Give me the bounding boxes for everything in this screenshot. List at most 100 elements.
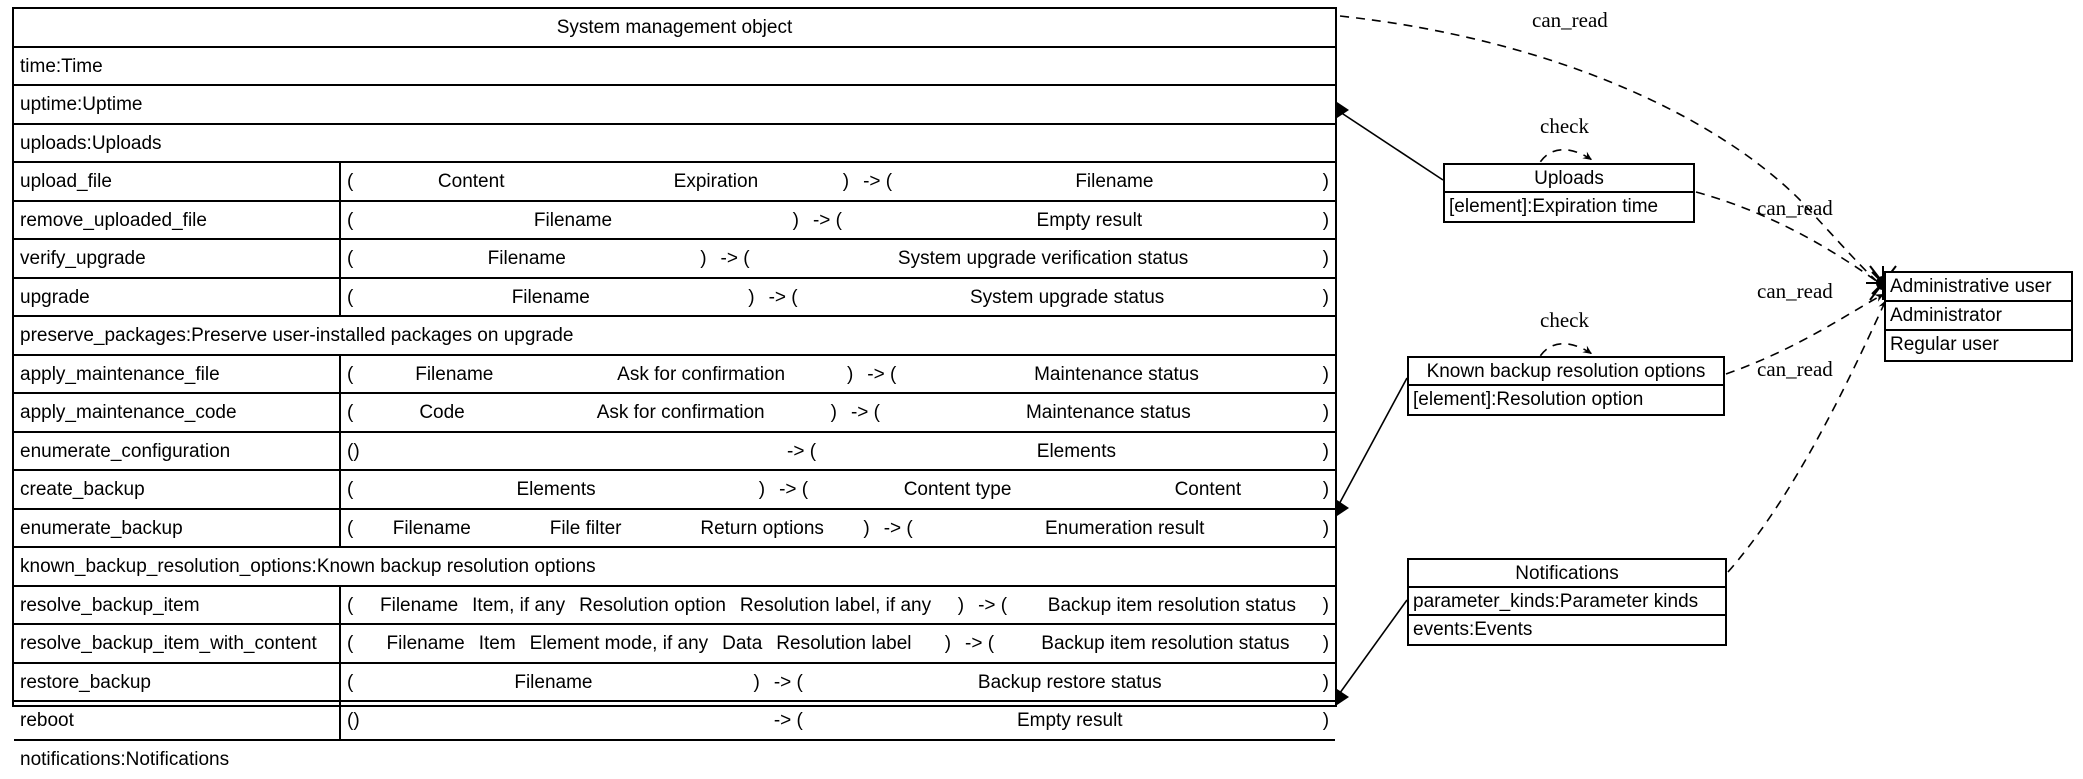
return-close-paren: ): [1323, 664, 1329, 701]
operation-signature: ()-> (Elements): [341, 433, 1335, 470]
parameter-list: Filename: [353, 279, 748, 316]
operation-name: reboot: [14, 702, 341, 739]
class-administrative-user: Administrative user Administrator Regula…: [1884, 271, 2073, 362]
return-arrow: -> (: [837, 394, 894, 431]
operation-name: create_backup: [14, 471, 341, 508]
return-value: Empty result: [1037, 202, 1143, 239]
operation-row: enumerate_configuration()-> (Elements): [14, 433, 1335, 472]
kbro-element: [element]:Resolution option: [1409, 386, 1723, 414]
operation-row: remove_uploaded_file(Filename)-> (Empty …: [14, 202, 1335, 241]
return-value: System upgrade status: [970, 279, 1164, 316]
edge-label-can-read-uploads: can_read: [1757, 196, 1833, 221]
operation-name: resolve_backup_item_with_content: [14, 625, 341, 662]
return-list: Backup restore status: [817, 664, 1323, 701]
parameter: Resolution label, if any: [740, 587, 931, 624]
operation-name: enumerate_configuration: [14, 433, 341, 470]
parameter: Filename: [488, 240, 566, 277]
return-value: Maintenance status: [1026, 394, 1191, 431]
operation-row: resolve_backup_item_with_content(Filenam…: [14, 625, 1335, 664]
return-arrow: -> (: [707, 240, 764, 277]
return-list: Elements: [830, 433, 1323, 470]
parameter: File filter: [550, 510, 622, 547]
return-list: Empty result: [856, 202, 1323, 239]
parameter: Resolution label: [776, 625, 911, 662]
admin-title: Administrative user: [1886, 273, 2071, 302]
edge-notifications: [1337, 600, 1407, 697]
attribute-row: notifications:Notifications: [14, 741, 1335, 779]
return-arrow: -> (: [760, 664, 817, 701]
empty-parens: (): [347, 702, 360, 739]
edge-label-can-read-kbro: can_read: [1757, 279, 1833, 304]
attribute-uptime: uptime:Uptime: [14, 86, 1335, 125]
return-value: Empty result: [1017, 702, 1123, 739]
parameter: Ask for confirmation: [617, 356, 785, 393]
kbro-title: Known backup resolution options: [1409, 358, 1723, 386]
return-value: Filename: [1075, 163, 1153, 200]
operation-signature: (Filename)-> (Backup restore status): [341, 664, 1335, 701]
return-value: System upgrade verification status: [898, 240, 1188, 277]
notifications-title: Notifications: [1409, 560, 1725, 588]
return-value: Content type: [904, 471, 1012, 508]
return-close-paren: ): [1323, 394, 1329, 431]
parameter: Content: [438, 163, 505, 200]
operation-signature: (Filename)-> (Empty result): [341, 202, 1335, 239]
return-value: Content: [1175, 471, 1242, 508]
operation-name: apply_maintenance_file: [14, 356, 341, 393]
return-arrow: -> (: [853, 356, 910, 393]
parameter-list: Elements: [353, 471, 758, 508]
parameter-list: Filename: [353, 664, 753, 701]
empty-parens: (): [347, 433, 360, 470]
operation-name: resolve_backup_item: [14, 587, 341, 624]
return-list: Maintenance status: [910, 356, 1322, 393]
return-list: Backup item resolution status: [1008, 625, 1323, 662]
parameter: Filename: [380, 587, 458, 624]
return-value: Backup item resolution status: [1048, 587, 1296, 624]
return-list: System upgrade status: [812, 279, 1323, 316]
class-notifications: Notifications parameter_kinds:Parameter …: [1407, 558, 1727, 646]
class-uploads: Uploads [element]:Expiration time: [1443, 163, 1695, 223]
edge-label-check-uploads: check: [1540, 114, 1589, 139]
return-close-paren: ): [1323, 163, 1329, 200]
parameter: Filename: [512, 279, 590, 316]
return-close-paren: ): [1323, 471, 1329, 508]
parameter: Code: [419, 394, 464, 431]
operation-signature: ()-> (Empty result): [341, 702, 1335, 739]
return-value: Maintenance status: [1034, 356, 1199, 393]
parameter: Item: [479, 625, 516, 662]
return-arrow: -> (: [849, 163, 906, 200]
edge-known-backup: [1337, 378, 1407, 508]
operation-name: remove_uploaded_file: [14, 202, 341, 239]
edge-can-read-notif: [1728, 300, 1886, 572]
operation-name: restore_backup: [14, 664, 341, 701]
parameter: Filename: [393, 510, 471, 547]
return-arrow: -> (: [799, 202, 856, 239]
return-list: Content type Content: [822, 471, 1323, 508]
parameter-list: Filename: [353, 202, 792, 239]
return-close-paren: ): [1323, 587, 1329, 624]
return-value: Backup item resolution status: [1041, 625, 1289, 662]
operation-row: restore_backup(Filename)-> (Backup resto…: [14, 664, 1335, 703]
uploads-element: [element]:Expiration time: [1445, 193, 1693, 221]
diagram-canvas: System management object time:Time uptim…: [0, 0, 2083, 720]
parameter: Filename: [534, 202, 612, 239]
parameter: Filename: [514, 664, 592, 701]
operation-name: apply_maintenance_code: [14, 394, 341, 431]
parameter: Filename: [387, 625, 465, 662]
operation-name: upload_file: [14, 163, 341, 200]
operation-signature: (Filename)-> (System upgrade status): [341, 279, 1335, 316]
return-value: Backup restore status: [978, 664, 1162, 701]
attribute-time: time:Time: [14, 48, 1335, 87]
return-arrow: -> (: [773, 433, 830, 470]
uploads-title: Uploads: [1445, 165, 1693, 193]
